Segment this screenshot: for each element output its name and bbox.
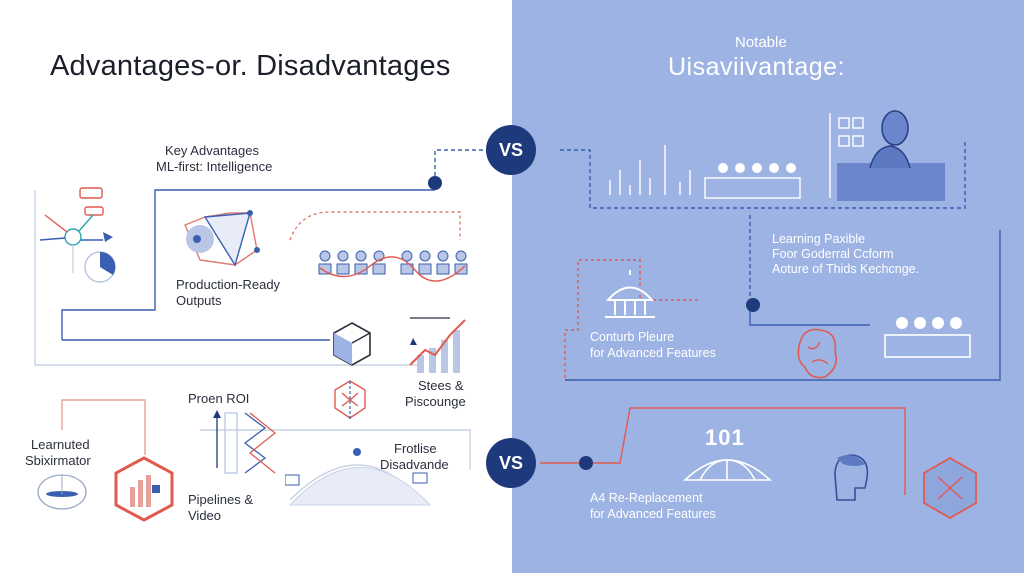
left-title: Advantages-or. Disadvantages <box>50 50 451 82</box>
key-advantages-label: Key Advantages <box>165 143 259 158</box>
pipeline-chart-icon <box>213 410 277 474</box>
learning-label-2: Foor Goderral Ccform <box>772 247 894 261</box>
head-icon <box>834 454 869 501</box>
outputs-label: Outputs <box>176 293 222 308</box>
vs-badge-bottom: VS <box>486 438 536 488</box>
right-subtitle: Notable <box>735 34 787 51</box>
learnuted-label: Learnuted <box>31 437 90 452</box>
chart-icon <box>184 210 260 267</box>
hexagon-icon <box>923 456 977 520</box>
vs-badge-top: VS <box>486 125 536 175</box>
hexagon-bars-icon <box>114 456 174 522</box>
network-icon <box>39 187 116 283</box>
replacement-label-2: for Advanced Features <box>590 507 716 521</box>
hexagon-cube-icon <box>333 322 371 366</box>
frotlise-label: Frotlise <box>394 441 437 456</box>
replacement-label-1: A4 Re-Replacement <box>590 491 703 505</box>
audience-icon <box>609 145 801 199</box>
production-ready-label: Production-Ready <box>176 277 281 292</box>
disadvande-label: Disadvande <box>380 457 449 472</box>
people-icon <box>318 250 468 282</box>
conturb-label-1: Conturb Pleure <box>590 330 675 344</box>
ml-first-label: ML-first: Intelligence <box>156 159 273 174</box>
bar-trend-icon <box>409 317 466 373</box>
dome-icon <box>37 474 87 510</box>
sbixirmator-label: Sbixirmator <box>25 453 91 468</box>
badge-101: 101 <box>705 425 745 450</box>
brain-icon <box>797 328 838 379</box>
audience-group-icon <box>884 317 971 358</box>
right-title: Uisaviivantage: <box>668 53 846 81</box>
stees-label: Stees & <box>418 378 464 393</box>
gear-cluster-icon <box>334 380 366 420</box>
person-icon <box>829 110 945 201</box>
learning-label-3: Aoture of Thids Kechcnge. <box>772 262 920 276</box>
video-label: Video <box>188 508 222 523</box>
tent-icon <box>285 448 432 506</box>
dome-structure-icon <box>682 459 773 481</box>
piscounge-label: Piscounge <box>405 394 466 409</box>
pipelines-label: Pipelines & <box>188 492 254 507</box>
learning-label-1: Learning Paxible <box>772 232 866 246</box>
conturb-label-2: for Advanced Features <box>590 346 716 360</box>
building-icon <box>605 270 655 318</box>
proen-roi-label: Proen ROI <box>188 391 250 406</box>
